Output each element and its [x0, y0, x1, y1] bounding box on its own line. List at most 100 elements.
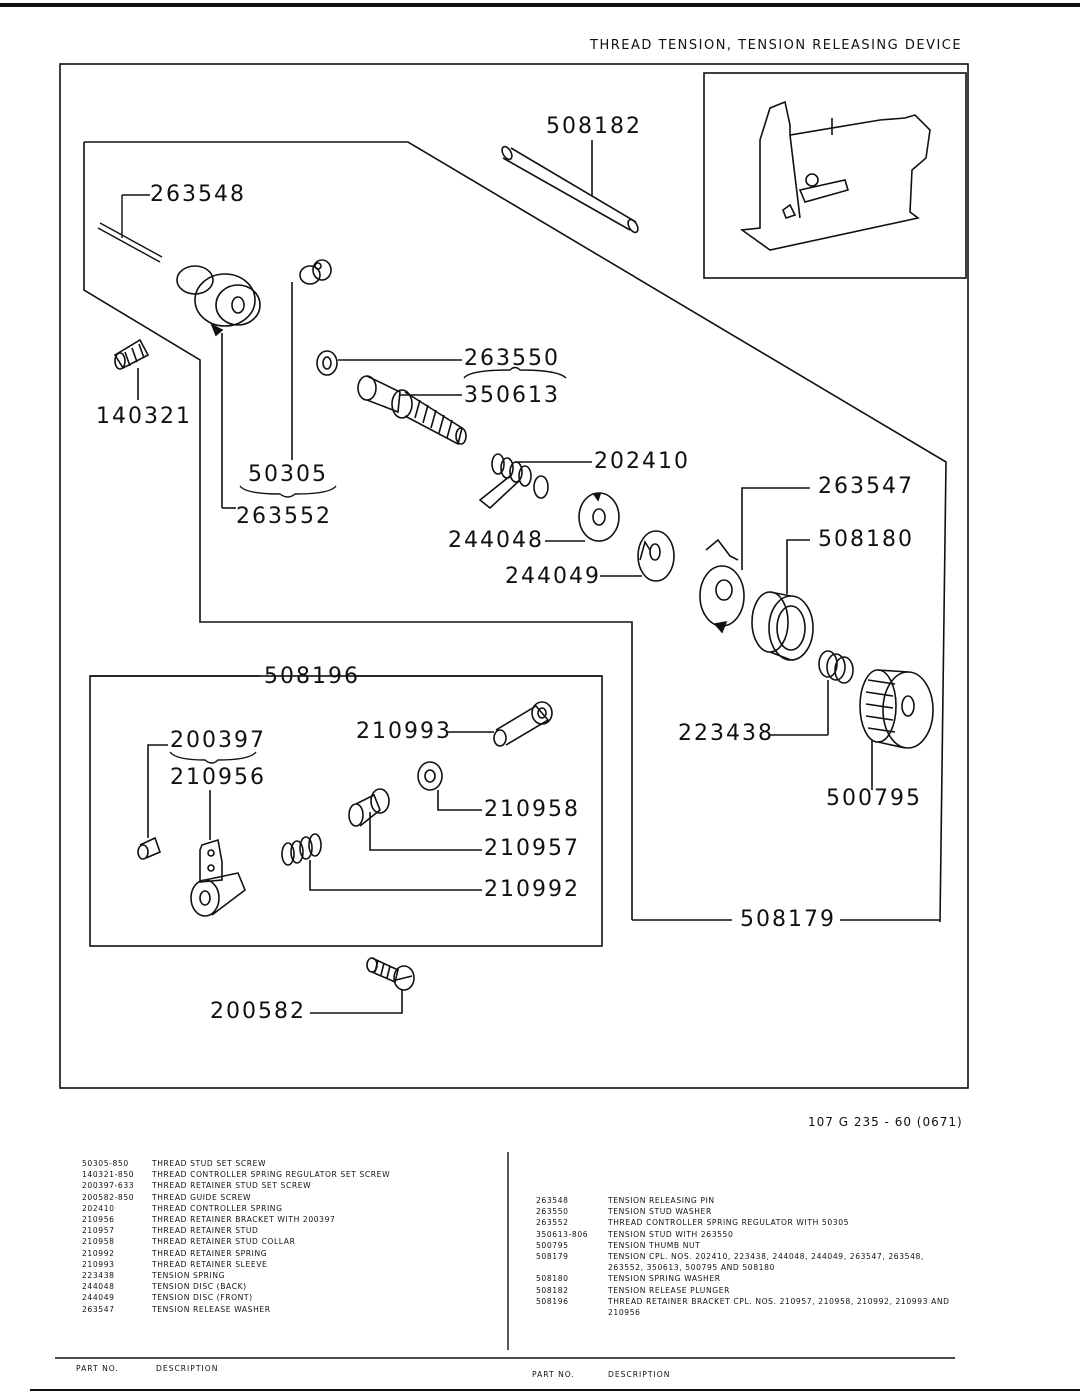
- footer-part-no-right: PART NO.: [532, 1370, 575, 1379]
- part-number: 210958: [82, 1237, 115, 1247]
- footer-part-no-left: PART NO.: [76, 1364, 119, 1373]
- label-223438: 223438: [678, 721, 774, 746]
- stud-collar-icon: [417, 761, 482, 811]
- footer-description-left: DESCRIPTION: [156, 1364, 219, 1373]
- diagram-frame: [59, 63, 969, 1089]
- label-508180: 508180: [818, 527, 914, 552]
- list-item: 210956 THREAD RETAINER BRACKET WITH 20039…: [82, 1214, 482, 1225]
- part-number: 202410: [82, 1203, 115, 1213]
- label-202410: 202410: [594, 449, 690, 474]
- releasing-pin-icon: [97, 194, 163, 263]
- label-500795: 500795: [826, 786, 922, 811]
- part-number: 50305-850: [82, 1159, 129, 1168]
- label-210993: 210993: [356, 719, 452, 744]
- part-number: 508182: [536, 1285, 569, 1295]
- part-number: 200582-850: [82, 1192, 135, 1202]
- part-number: 263547: [82, 1304, 115, 1314]
- part-number: 263550: [536, 1207, 569, 1217]
- footer-description-right: DESCRIPTION: [608, 1370, 671, 1379]
- retainer-sleeve-icon: [448, 701, 553, 747]
- label-244049: 244049: [505, 564, 601, 589]
- release-washer-icon: [699, 487, 810, 634]
- label-508196: 508196: [264, 664, 360, 689]
- part-description: THREAD CONTROLLER SPRING REGULATOR SET S…: [152, 1170, 391, 1180]
- spring-regulator-set-screw-icon: [113, 338, 150, 400]
- part-description: THREAD RETAINER SPRING: [152, 1248, 268, 1258]
- reference-number: 107 G 235 - 60 (0671): [808, 1115, 963, 1129]
- part-description: THREAD RETAINER STUD COLLAR: [152, 1237, 296, 1247]
- label-210957: 210957: [484, 836, 580, 861]
- list-item: 244048 TENSION DISC (BACK): [82, 1281, 482, 1292]
- list-item: 210957 THREAD RETAINER STUD: [82, 1225, 482, 1236]
- stud-washer-icon: [316, 350, 462, 376]
- part-number: 140321-850: [82, 1170, 135, 1180]
- part-description: THREAD RETAINER BRACKET WITH 200397: [152, 1215, 336, 1225]
- part-number: 223438: [82, 1271, 115, 1281]
- part-number: 263548: [536, 1196, 569, 1205]
- spring-regulator-icon: [176, 265, 261, 509]
- thread-guide-screw-icon: [310, 957, 415, 1014]
- label-508182: 508182: [546, 114, 642, 139]
- part-number: 508180: [536, 1274, 569, 1284]
- list-item: 508182 TENSION RELEASE PLUNGER: [536, 1285, 956, 1296]
- label-50305: 50305: [248, 462, 328, 487]
- controller-spring-icon: [478, 453, 592, 510]
- label-263552: 263552: [236, 504, 332, 529]
- tension-disc-front-icon: [600, 530, 675, 582]
- tension-stud-icon: [357, 375, 467, 446]
- list-item: 140321-850 THREAD CONTROLLER SPRING REGUL…: [82, 1169, 482, 1180]
- label-263547: 263547: [818, 474, 914, 499]
- retainer-spring-icon: [281, 833, 482, 891]
- retainer-stud-set-screw-icon: [137, 744, 168, 860]
- list-item: 263552 THREAD CONTROLLER SPRING REGULATOR…: [536, 1217, 956, 1228]
- label-200397: 200397: [170, 728, 266, 753]
- part-number: 210993: [82, 1259, 115, 1269]
- part-description: TENSION SPRING WASHER: [608, 1274, 721, 1284]
- retainer-bracket-icon: [190, 790, 246, 917]
- part-description: TENSION STUD WASHER: [608, 1207, 712, 1217]
- part-number: 210957: [82, 1226, 115, 1236]
- part-description: THREAD RETAINER STUD SET SCREW: [152, 1181, 312, 1191]
- part-number: 210992: [82, 1248, 115, 1258]
- label-508179: 508179: [740, 907, 836, 932]
- part-number: 350613-806: [536, 1229, 589, 1239]
- retainer-stud-icon: [348, 788, 482, 851]
- spring-washer-icon: [751, 539, 814, 661]
- release-plunger-icon: [501, 140, 639, 234]
- part-description: THREAD RETAINER BRACKET CPL. NOS. 210957…: [608, 1296, 950, 1318]
- part-number: 210956: [82, 1215, 115, 1225]
- part-description: TENSION DISC (FRONT): [152, 1293, 253, 1303]
- part-number: 500795: [536, 1240, 569, 1250]
- label-210956: 210956: [170, 765, 266, 790]
- inset-frame: [703, 72, 967, 279]
- part-number: 263552: [536, 1218, 569, 1228]
- part-number: 244048: [82, 1282, 115, 1292]
- part-description: THREAD RETAINER STUD: [152, 1226, 259, 1236]
- label-210992: 210992: [484, 877, 580, 902]
- label-263548: 263548: [150, 182, 246, 207]
- label-210958: 210958: [484, 797, 580, 822]
- list-item: 508180 TENSION SPRING WASHER: [536, 1273, 956, 1284]
- part-number: 508179: [536, 1252, 569, 1262]
- assembly-outline: [84, 141, 947, 923]
- part-description: THREAD CONTROLLER SPRING REGULATOR WITH …: [608, 1218, 850, 1228]
- label-140321: 140321: [96, 404, 192, 429]
- part-description: TENSION RELEASE PLUNGER: [608, 1285, 731, 1295]
- stud-set-screw-icon: [291, 259, 332, 460]
- machine-sketch-icon: [739, 100, 931, 251]
- part-description: TENSION DISC (BACK): [152, 1282, 247, 1292]
